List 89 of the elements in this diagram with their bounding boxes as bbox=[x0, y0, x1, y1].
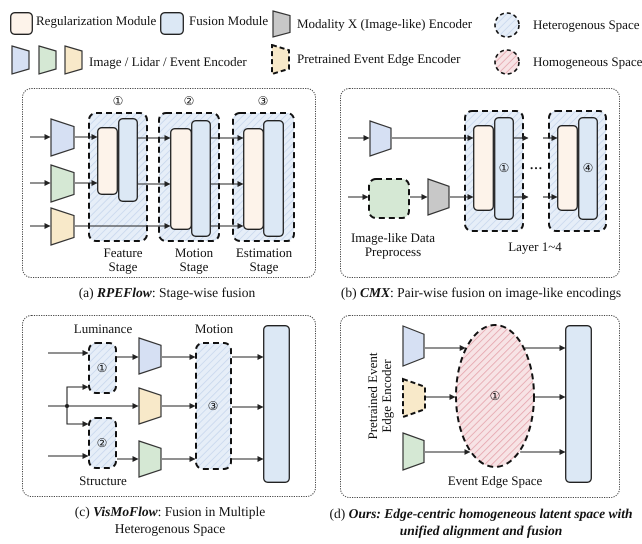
arrow bbox=[232, 404, 264, 410]
arrow bbox=[211, 135, 244, 141]
arrow bbox=[162, 403, 196, 409]
arrow bbox=[138, 181, 170, 187]
panel-caption: (a) RPEFlow: Stage-wise fusion bbox=[78, 284, 256, 301]
layer-label: Layer 1~4 bbox=[507, 240, 563, 254]
arrow bbox=[543, 194, 558, 200]
regularization-block bbox=[557, 125, 578, 211]
arrow bbox=[30, 223, 50, 229]
legend-label: Pretrained Event Edge Encoder bbox=[297, 51, 461, 67]
arrow bbox=[30, 134, 50, 140]
arrow bbox=[138, 135, 170, 141]
arrow bbox=[30, 180, 50, 186]
legend-label: Modality X (Image-like) Encoder bbox=[297, 16, 472, 32]
arrow bbox=[348, 135, 370, 141]
arrow bbox=[426, 394, 456, 400]
legend-label: Image / Lidar / Event Encoder bbox=[89, 54, 247, 70]
arrow bbox=[425, 345, 466, 351]
fusion-block bbox=[494, 117, 514, 220]
arrow bbox=[232, 456, 264, 462]
group-label: Structure bbox=[78, 474, 128, 488]
legend-label: Heterogenous Space bbox=[533, 17, 640, 33]
arrow bbox=[75, 134, 98, 140]
encoder-trapezoid bbox=[138, 440, 162, 478]
arrow bbox=[75, 223, 170, 229]
fusion-block bbox=[578, 117, 598, 220]
legend-label: Regularization Module bbox=[36, 13, 156, 29]
circled-number: ② bbox=[96, 435, 108, 451]
stage-label: Motion Stage bbox=[174, 246, 214, 274]
stage-label: Feature Stage bbox=[102, 246, 144, 274]
layer-group bbox=[548, 110, 607, 232]
arrow bbox=[162, 354, 196, 360]
ellipsis-mark: … bbox=[528, 158, 544, 172]
encoder-trapezoid bbox=[427, 178, 450, 216]
encoder-trapezoid bbox=[50, 207, 75, 246]
legend-label: Fusion Module bbox=[189, 13, 268, 29]
circled-number: ① bbox=[96, 360, 108, 376]
arrow bbox=[117, 354, 138, 360]
circled-number: ④ bbox=[582, 160, 594, 176]
encoder-trapezoid bbox=[138, 387, 162, 425]
arrow bbox=[348, 194, 368, 200]
rotated-label: Pretrained Event Edge Encoder bbox=[366, 352, 394, 442]
encoder-trapezoid bbox=[138, 337, 162, 375]
circled-number: ③ bbox=[256, 93, 270, 109]
arrow bbox=[392, 135, 474, 141]
arrow bbox=[425, 449, 470, 455]
preprocess-label: Image-like Data Preprocess bbox=[350, 231, 436, 259]
circled-number: ① bbox=[498, 160, 510, 176]
panel-caption: (b) CMX: Pair-wise fusion on image-like encodings bbox=[340, 284, 622, 301]
arrow bbox=[48, 350, 88, 356]
arrow bbox=[75, 180, 98, 186]
arrow bbox=[48, 453, 88, 459]
regularization-block bbox=[170, 128, 192, 230]
legend-label: Homogeneous Space bbox=[533, 54, 642, 70]
group-label: Luminance bbox=[72, 322, 134, 336]
circled-number: ② bbox=[182, 93, 196, 109]
encoder-trapezoid bbox=[50, 118, 75, 157]
arrow bbox=[514, 194, 528, 200]
circled-number: ③ bbox=[206, 398, 220, 414]
stage-label: Estimation Stage bbox=[234, 246, 294, 274]
regularization-block bbox=[473, 125, 494, 211]
arrow bbox=[410, 194, 428, 200]
encoder-trapezoid bbox=[369, 120, 392, 157]
arrow bbox=[232, 354, 264, 360]
regularization-block bbox=[97, 127, 118, 195]
encoder-trapezoid bbox=[50, 164, 75, 203]
arrow bbox=[514, 135, 528, 141]
encoder-trapezoid bbox=[402, 432, 425, 471]
arrow bbox=[117, 456, 138, 462]
circled-number: ① bbox=[488, 388, 502, 404]
fusion-block bbox=[191, 120, 211, 237]
circled-number: ① bbox=[112, 93, 124, 109]
panel-caption: (d) Ours: Edge-centric homogeneous latent space with unified alignment and fusion bbox=[328, 505, 634, 539]
space-label: Event Edge Space bbox=[446, 474, 544, 488]
panel-caption: (c) VisMoFlow: Fusion in Multiple Heterogenous Space bbox=[74, 503, 266, 537]
fusion-block bbox=[263, 120, 284, 237]
arrow bbox=[450, 194, 474, 200]
arrow bbox=[520, 449, 566, 455]
arrow bbox=[524, 345, 566, 351]
fusion-block bbox=[118, 118, 138, 202]
encoder-trapezoid bbox=[402, 325, 425, 367]
group-label: Motion bbox=[194, 322, 234, 336]
regularization-block bbox=[243, 128, 264, 230]
arrow bbox=[543, 135, 558, 141]
arrow bbox=[535, 394, 566, 400]
layer-group bbox=[464, 110, 524, 232]
fusion-block bbox=[565, 325, 592, 483]
arrow bbox=[162, 456, 196, 462]
fusion-block bbox=[263, 325, 290, 483]
